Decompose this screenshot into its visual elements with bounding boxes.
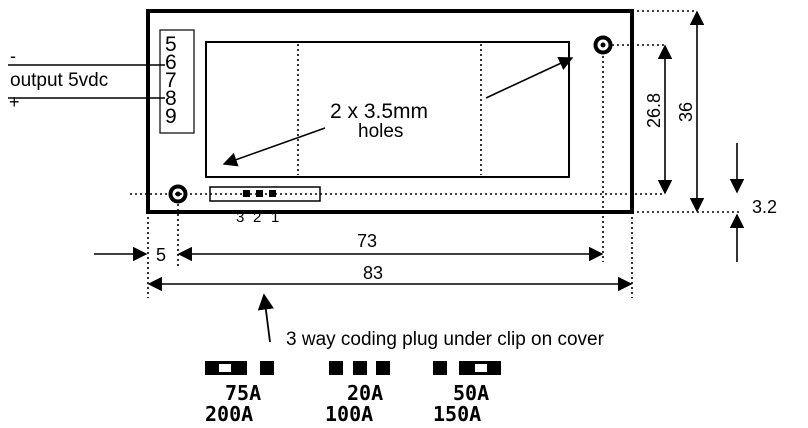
holes-label-line2: holes [358,121,403,142]
extension-lines [130,10,740,298]
output-plus-sign: + [9,92,20,112]
coding-note: 3 way coding plug under clip on cover [286,329,605,350]
dim-label-73: 73 [357,231,377,251]
pin-8: 8 [165,87,177,110]
holes-label-line1: 2 x 3.5mm [330,100,428,123]
pin-9: 9 [165,105,177,128]
coding-option-150a: 150A [433,402,481,426]
dim-label-26-8: 26.8 [644,93,664,128]
pin-box [159,29,195,134]
coding-plug-pin-1 [269,190,276,197]
mounting-hole-top-right [593,35,613,55]
dim-label-36: 36 [676,102,696,122]
coding-option-20a: 20A [347,381,383,405]
pin-5: 5 [165,33,177,56]
dim-label-3-2: 3.2 [752,197,777,217]
module-outline [146,9,634,214]
coding-option-50a: 50A [453,381,489,405]
output-label: output 5vdc [10,70,108,91]
pin-6: 6 [165,51,177,74]
coding-plug-pin-2 [256,190,263,197]
output-minus-sign: - [10,46,16,66]
coding-plug-number-3: 3 [236,209,244,226]
holes-arrow-upper [485,56,574,99]
coding-option-75a-200a-pattern [205,361,274,375]
coding-note-arrow [257,293,274,343]
coding-option-100a: 100A [325,402,373,426]
pin-7: 7 [165,69,177,92]
coding-option-20a-100a-pattern [329,361,390,375]
coding-option-50a-150a-pattern [433,361,501,375]
dim-label-5: 5 [156,245,166,265]
coding-plug-number-1: 1 [271,209,279,226]
dim-label-83: 83 [363,263,383,283]
coding-option-200a: 200A [205,402,253,426]
coding-plug-number-2: 2 [253,209,261,226]
coding-option-75a: 75A [225,381,261,405]
holes-arrow-lower [222,127,326,167]
mounting-hole-bottom-left [168,184,188,204]
display-window [205,41,570,178]
